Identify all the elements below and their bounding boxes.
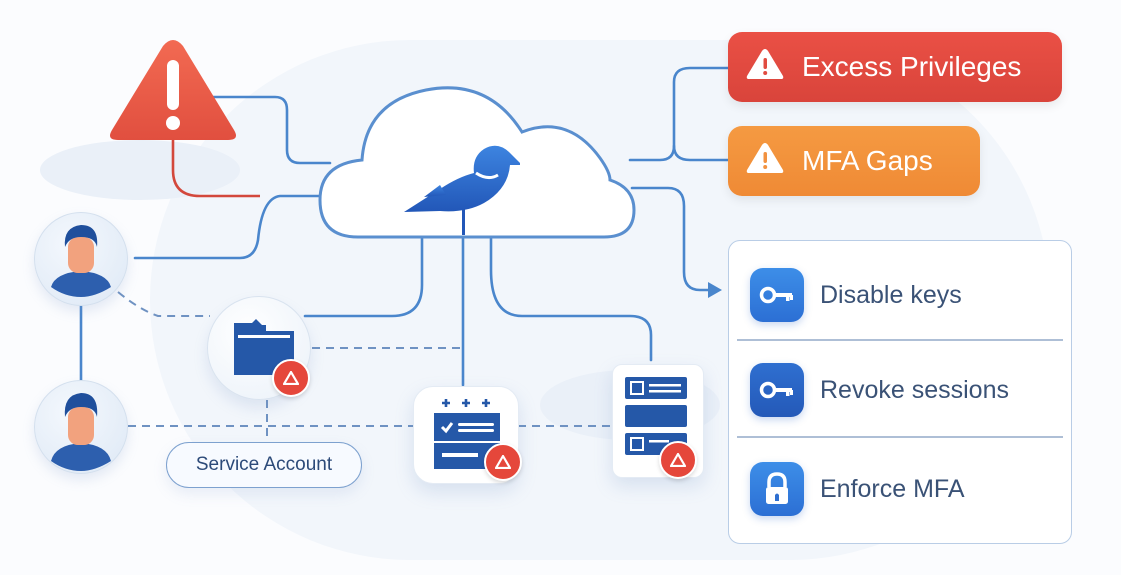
key-icon	[750, 268, 804, 322]
action-label: Disable keys	[820, 280, 962, 309]
user-icon	[51, 393, 111, 471]
action-disable-keys[interactable]: Disable keys	[729, 247, 1071, 343]
alert-badge	[659, 441, 697, 479]
alert-label: Excess Privileges	[802, 51, 1022, 82]
action-label: Enforce MFA	[820, 474, 965, 503]
action-label: Revoke sessions	[820, 375, 1009, 404]
alert-excess-privileges[interactable]: Excess Privileges	[728, 32, 1062, 102]
divider	[737, 436, 1063, 438]
wire-warning-cloud	[210, 95, 332, 165]
dashed-user1-folder	[117, 291, 210, 317]
wire-user1-cloud	[133, 194, 324, 260]
wire-branch-mfa	[672, 144, 730, 162]
alert-label: MFA Gaps	[802, 145, 933, 176]
checklist-resource-node[interactable]	[413, 386, 522, 484]
alert-mfa-gaps[interactable]: MFA Gaps	[728, 126, 980, 196]
divider	[737, 339, 1063, 341]
user-avatar-2[interactable]	[34, 380, 128, 474]
alert-badge	[484, 443, 522, 481]
wire-cloud-actions	[630, 186, 712, 292]
wire-cloud-folder	[303, 233, 424, 318]
cloud-node[interactable]	[318, 72, 638, 247]
arrowhead	[708, 282, 722, 298]
user-icon	[51, 225, 111, 297]
user-avatar-1[interactable]	[34, 212, 128, 306]
bird-icon	[404, 145, 520, 235]
warning-triangle-icon	[110, 40, 236, 140]
wire-cloud-alerts	[628, 66, 730, 162]
warning-triangle-icon	[746, 142, 784, 181]
service-account-label[interactable]: Service Account	[166, 442, 362, 488]
background-blob	[40, 140, 240, 200]
action-enforce-mfa[interactable]: Enforce MFA	[729, 441, 1071, 537]
remediation-actions-panel: Disable keys Revoke sessions Enforce MFA	[728, 240, 1072, 544]
lock-icon	[750, 462, 804, 516]
key-icon	[750, 363, 804, 417]
warning-triangle-node[interactable]	[108, 38, 238, 149]
warning-triangle-icon	[746, 48, 784, 87]
wire-cloud-server	[489, 233, 653, 362]
folder-resource-node[interactable]	[207, 296, 311, 400]
wire-warning-red	[171, 140, 260, 198]
folder-icon	[234, 319, 294, 375]
server-resource-node[interactable]	[612, 364, 704, 479]
alert-badge	[272, 359, 310, 397]
server-icon	[625, 377, 687, 455]
action-revoke-sessions[interactable]: Revoke sessions	[729, 342, 1071, 438]
